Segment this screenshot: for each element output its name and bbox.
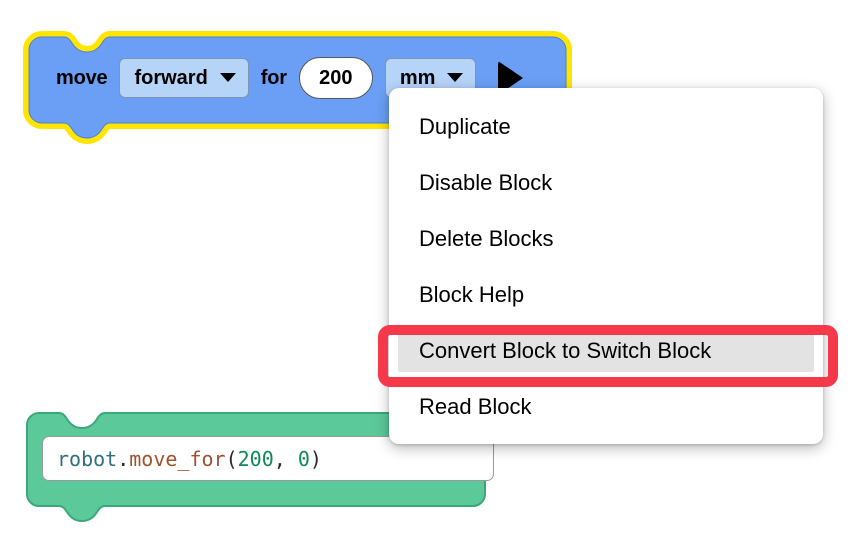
context-menu-list: Duplicate Disable Block Delete Blocks Bl… [389,88,823,444]
code-token-comma: , [273,446,298,471]
for-label: for [260,66,287,89]
code-token-object: robot [57,446,118,471]
block-context-menu[interactable]: Duplicate Disable Block Delete Blocks Bl… [389,88,823,444]
chevron-down-icon [447,73,464,82]
chevron-down-icon [219,73,236,82]
code-token-function: move_for [129,446,226,471]
distance-input[interactable]: 200 [298,57,373,99]
direction-dropdown[interactable]: forward [119,58,249,98]
menu-item-delete-blocks[interactable]: Delete Blocks [419,226,554,251]
code-text: robot.move_for(200, 0) [57,447,322,471]
menu-item-duplicate[interactable]: Duplicate [419,114,511,139]
direction-dropdown-value: forward [134,66,208,89]
move-label: move [56,66,108,89]
menu-item-read-block[interactable]: Read Block [419,394,532,419]
menu-item-convert-block-to-switch-block[interactable]: Convert Block to Switch Block [398,330,814,372]
units-dropdown-value: mm [399,66,436,89]
code-token-arg1: 200 [237,446,274,471]
code-token-close-paren: ) [309,446,322,471]
menu-item-disable-block[interactable]: Disable Block [419,170,553,195]
code-token-open-paren: ( [225,446,238,471]
code-token-arg2: 0 [297,446,310,471]
menu-item-block-help[interactable]: Block Help [419,282,525,307]
distance-input-value: 200 [319,66,353,89]
code-token-dot: . [117,446,130,471]
